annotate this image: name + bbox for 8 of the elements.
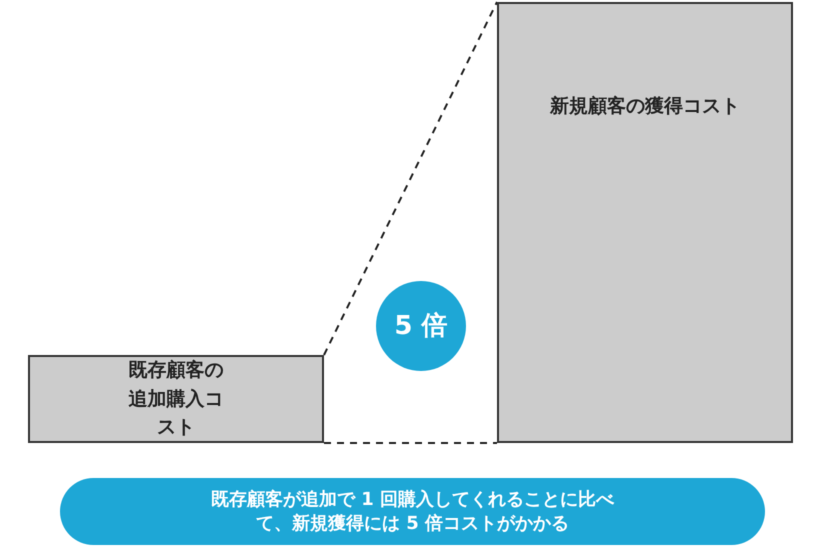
- cost-bar: [28, 355, 324, 443]
- dashed-guide-line: [324, 442, 497, 444]
- label-text: 既存顧客が追加で 1 回購入してくれることに比べて、新規獲得には 5 倍コストがかかる: [210, 488, 615, 535]
- cost-bar: [497, 2, 793, 443]
- label-text: 既存顧客の追加購入コスト: [128, 358, 224, 440]
- label-text: 新規顧客の獲得コスト: [550, 94, 740, 119]
- label-text: 5 倍: [394, 310, 448, 342]
- dashed-guide-line: [323, 2, 498, 356]
